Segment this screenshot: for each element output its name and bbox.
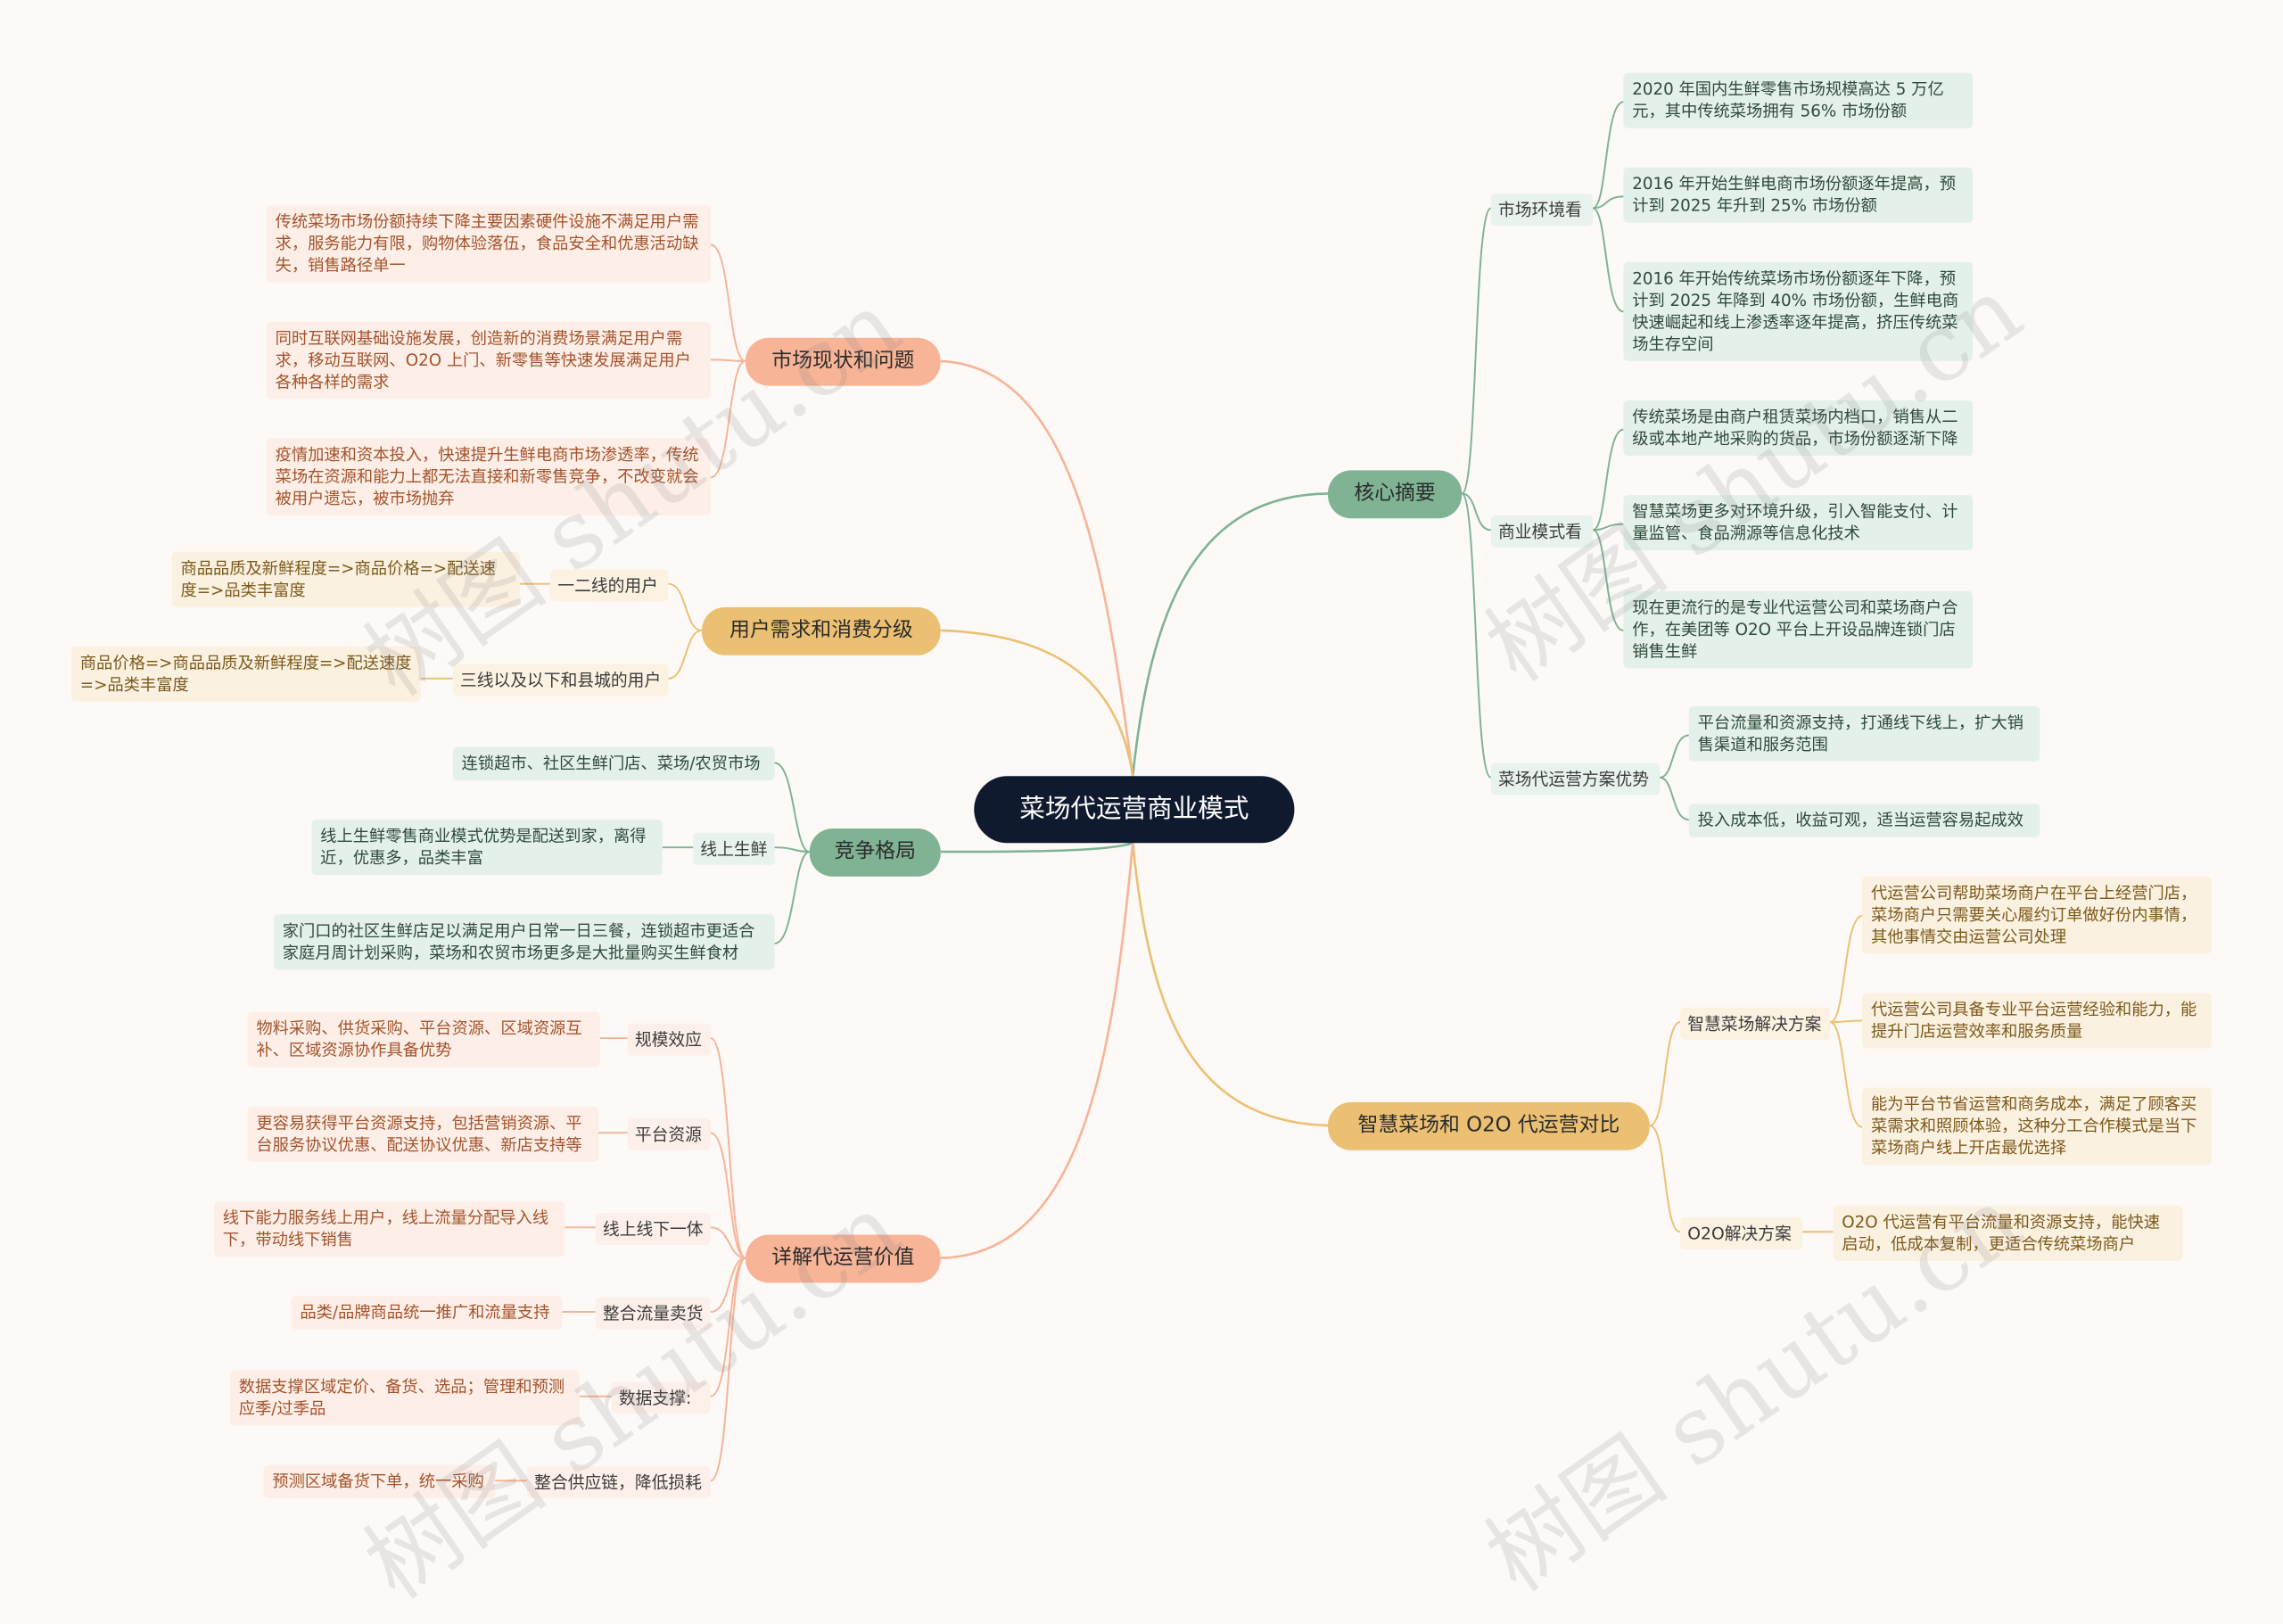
leaf-market-3: 疫情加速和资本投入，快速提升生鲜电商市场渗透率，传统菜场在资源和能力上都无法直接… <box>266 438 711 515</box>
leaf-market-2: 同时互联网基础设施发展，创造新的消费场景满足用户需求，移动互联网、O2O 上门、… <box>266 321 711 400</box>
value-supply-chain[interactable]: 整合供应链，降低损耗 <box>527 1466 711 1498</box>
core-market-env[interactable]: 市场环境看 <box>1490 194 1594 227</box>
leaf-market-1: 传统菜场市场份额持续下降主要因素硬件设施不满足用户需求，服务能力有限，购物体验落… <box>266 205 711 283</box>
branch-core-summary[interactable]: 核心摘要 <box>1327 470 1463 519</box>
leaf-competition-offline: 连锁超市、社区生鲜门店、菜场/农贸市场 <box>452 746 775 781</box>
value-traffic-selling[interactable]: 整合流量卖货 <box>595 1297 711 1330</box>
leaf-smart-2: 代运营公司具备专业平台运营经验和能力，能提升门店运营效率和服务质量 <box>1862 993 2212 1049</box>
value-online-offline[interactable]: 线上线下一体 <box>595 1212 711 1245</box>
leaf-value-4: 品类/品牌商品统一推广和流量支持 <box>291 1296 563 1330</box>
leaf-competition-community: 家门口的社区生鲜店足以满足用户日常一日三餐，连锁超市更适合家庭月周计划采购，菜场… <box>273 914 775 970</box>
leaf-competition-online: 线上生鲜零售商业模式优势是配送到家，离得近，优惠多，品类丰富 <box>311 820 663 876</box>
leaf-demand-tier3: 商品价格=>商品品质及新鲜程度=>配送速度=>品类丰富度 <box>70 646 421 702</box>
smart-market-solution[interactable]: 智慧菜场解决方案 <box>1680 1007 1831 1040</box>
leaf-value-5: 数据支撑区域定价、备货、选品；管理和预测应季/过季品 <box>229 1370 580 1426</box>
demand-tier3-users[interactable]: 三线以及以下和县城的用户 <box>452 664 669 697</box>
competition-online-fresh[interactable]: 线上生鲜 <box>693 832 775 865</box>
leaf-model-1: 传统菜场是由商户租赁菜场内档口，销售从二级或本地产地采购的货品，市场份额逐渐下降 <box>1623 400 1974 457</box>
leaf-value-6: 预测区域备货下单，统一采购 <box>263 1464 496 1498</box>
leaf-advantage-2: 投入成本低，收益可观，适当运营容易起成效 <box>1688 804 2040 837</box>
leaf-env-3: 2016 年开始传统菜场市场份额逐年下降，预计到 2025 年降到 40% 市场… <box>1623 261 1974 361</box>
leaf-value-1: 物料采购、供货采购、平台资源、区域资源互补、区域资源协作具备优势 <box>247 1011 600 1068</box>
leaf-model-3: 现在更流行的是专业代运营公司和菜场商户合作，在美团等 O2O 平台上开设品牌连锁… <box>1623 590 1974 669</box>
branch-user-demand[interactable]: 用户需求和消费分级 <box>701 606 941 655</box>
demand-tier1-users[interactable]: 一二线的用户 <box>550 569 669 602</box>
leaf-env-2: 2016 年开始生鲜电商市场份额逐年提高，预计到 2025 年升到 25% 市场… <box>1623 167 1974 223</box>
core-operation-advantage[interactable]: 菜场代运营方案优势 <box>1490 763 1661 796</box>
branch-smart-vs-o2o[interactable]: 智慧菜场和 O2O 代运营对比 <box>1327 1101 1650 1150</box>
leaf-smart-3: 能为平台节省运营和商务成本，满足了顾客买菜需求和照顾体验，这种分工合作模式是当下… <box>1862 1087 2212 1166</box>
mind-map: 菜场代运营商业模式 核心摘要 智慧菜场和 O2O 代运营对比 市场现状和问题 用… <box>70 72 2212 1620</box>
branch-market-status[interactable]: 市场现状和问题 <box>745 337 941 386</box>
connector-lines <box>420 101 1863 1482</box>
branch-competition[interactable]: 竞争格局 <box>809 828 941 877</box>
o2o-solution[interactable]: O2O解决方案 <box>1680 1216 1803 1249</box>
leaf-value-3: 线下能力服务线上用户，线上流量分配导入线下，带动线下销售 <box>213 1200 565 1257</box>
leaf-value-2: 更容易获得平台资源支持，包括营销资源、平台服务协议优惠、配送协议优惠、新店支持等 <box>247 1106 599 1162</box>
leaf-demand-tier1: 商品品质及新鲜程度=>商品价格=>配送速度=>品类丰富度 <box>171 551 520 607</box>
root-topic[interactable]: 菜场代运营商业模式 <box>974 776 1295 844</box>
value-scale-effect[interactable]: 规模效应 <box>627 1023 711 1056</box>
leaf-advantage-1: 平台流量和资源支持，打通线下线上，扩大销售渠道和服务范围 <box>1688 705 2040 762</box>
leaf-model-2: 智慧菜场更多对环境升级，引入智能支付、计量监管、食品溯源等信息化技术 <box>1623 495 1974 551</box>
core-business-model[interactable]: 商业模式看 <box>1490 515 1594 548</box>
leaf-o2o-1: O2O 代运营有平台流量和资源支持，能快速启动，低成本复制，更适合传统菜场商户 <box>1833 1205 2183 1261</box>
leaf-smart-1: 代运营公司帮助菜场商户在平台上经营门店，菜场商户只需要关心履约订单做好份内事情，… <box>1862 876 2212 954</box>
value-platform-resource[interactable]: 平台资源 <box>627 1117 711 1150</box>
branch-operation-value[interactable]: 详解代运营价值 <box>745 1234 941 1283</box>
leaf-env-1: 2020 年国内生鲜零售市场规模高达 5 万亿元，其中传统菜场拥有 56% 市场… <box>1623 72 1974 128</box>
value-data-support[interactable]: 数据支撑: <box>611 1381 711 1414</box>
